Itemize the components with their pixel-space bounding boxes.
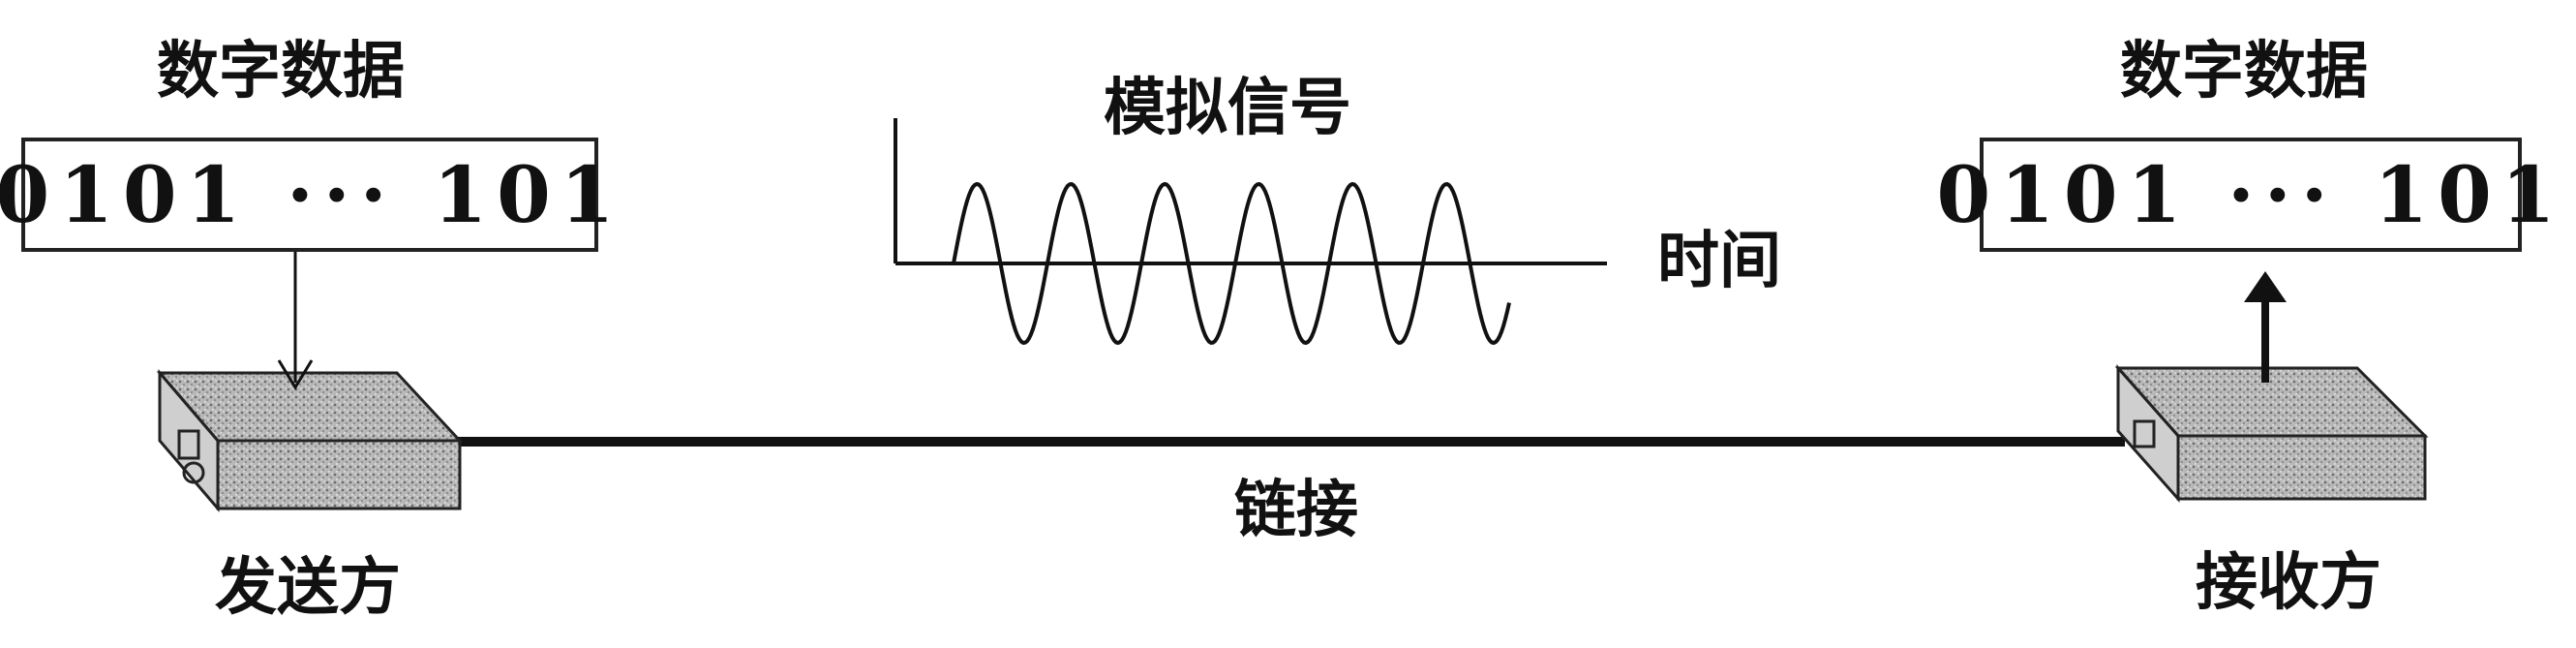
time-axis-label: 时间 bbox=[1657, 226, 1781, 297]
sine-wave bbox=[952, 181, 1511, 346]
left-data-box: 0101 ··· 101 bbox=[0, 138, 614, 252]
receiver-device bbox=[2114, 364, 2429, 503]
sender-label: 发送方 bbox=[215, 552, 401, 624]
left-data-title: 数字数据 bbox=[157, 36, 405, 108]
signal-title: 模拟信号 bbox=[1104, 73, 1351, 144]
link-label: 链接 bbox=[1234, 475, 1358, 546]
up-arrow bbox=[2244, 271, 2287, 383]
right-data-box: 0101 ··· 101 bbox=[1937, 138, 2555, 252]
sender-device bbox=[156, 368, 464, 513]
signal-plot bbox=[894, 118, 1607, 346]
receiver-label: 接收方 bbox=[2196, 547, 2381, 619]
right-data-title: 数字数据 bbox=[2120, 36, 2368, 108]
down-arrow bbox=[277, 250, 314, 390]
